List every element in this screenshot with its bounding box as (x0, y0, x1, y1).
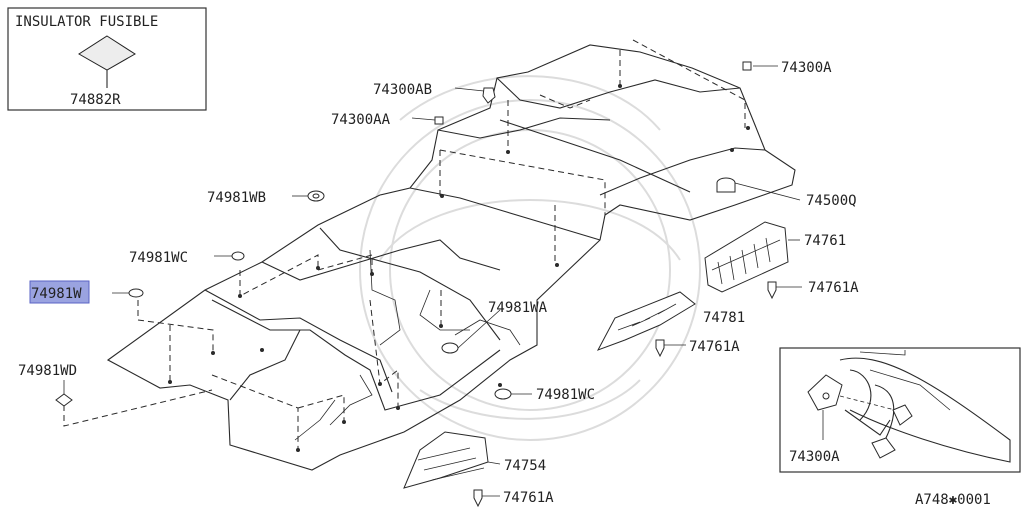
label-74761a-right: 74761A (808, 280, 859, 296)
heat-shield-74761 (704, 221, 789, 293)
clip-74300aa (434, 116, 444, 125)
label-74781: 74781 (703, 310, 745, 326)
mounting-holes (168, 84, 750, 452)
insulator-fusible-icon (78, 35, 136, 71)
label-74761: 74761 (804, 233, 846, 249)
clip-74300a (742, 61, 752, 71)
heat-shield-74754 (403, 431, 489, 489)
fasteners (55, 61, 777, 508)
label-74981w: 74981W (31, 286, 82, 302)
floor-insulator-drawing (106, 44, 796, 471)
label-74500q: 74500Q (806, 193, 857, 209)
inset-title: INSULATOR FUSIBLE (15, 14, 158, 30)
grommet-74981wc-top (231, 251, 245, 261)
label-74761a-bottom: 74761A (503, 490, 554, 506)
label-74754: 74754 (504, 458, 546, 474)
clip-74300ab (482, 87, 496, 104)
label-74300a: 74300A (781, 60, 832, 76)
heat-shield-74781 (596, 291, 696, 351)
label-74981wd: 74981WD (18, 363, 77, 379)
inset-part-number: 74882R (70, 92, 121, 108)
phantom-lines (63, 39, 746, 450)
label-74761a-mid: 74761A (689, 339, 740, 355)
grommet-74981wc-bottom (494, 388, 512, 400)
floor-insulator-outline (106, 44, 796, 471)
clip-74761a-bottom (473, 489, 483, 508)
grommet-74981wa (441, 342, 459, 354)
insulator-fusible-inset: INSULATOR FUSIBLE 74882R (7, 7, 207, 111)
grommet-74981w (128, 288, 144, 298)
clip-detail-inset: 74300A (779, 347, 1021, 473)
clip-74761a-mid (655, 339, 665, 358)
label-74300ab: 74300AB (373, 82, 432, 98)
pad-74981wd (55, 393, 73, 407)
label-74981wb: 74981WB (207, 190, 266, 206)
label-74981wc-bottom: 74981WC (536, 387, 595, 403)
label-detail-74300a: 74300A (789, 449, 840, 465)
diagram-reference-code: A748✱0001 (915, 492, 991, 508)
label-74981wa: 74981WA (488, 300, 548, 316)
watermark-emblem (359, 75, 701, 441)
label-74300aa: 74300AA (331, 112, 391, 128)
leader-lines (63, 65, 802, 497)
part-labels: 74300A 74300AB 74300AA 74500Q 74981WB 74… (18, 60, 859, 506)
label-74981wc-top: 74981WC (129, 250, 188, 266)
highlight-74981w (29, 280, 90, 304)
clip-74761a-right (767, 281, 777, 300)
